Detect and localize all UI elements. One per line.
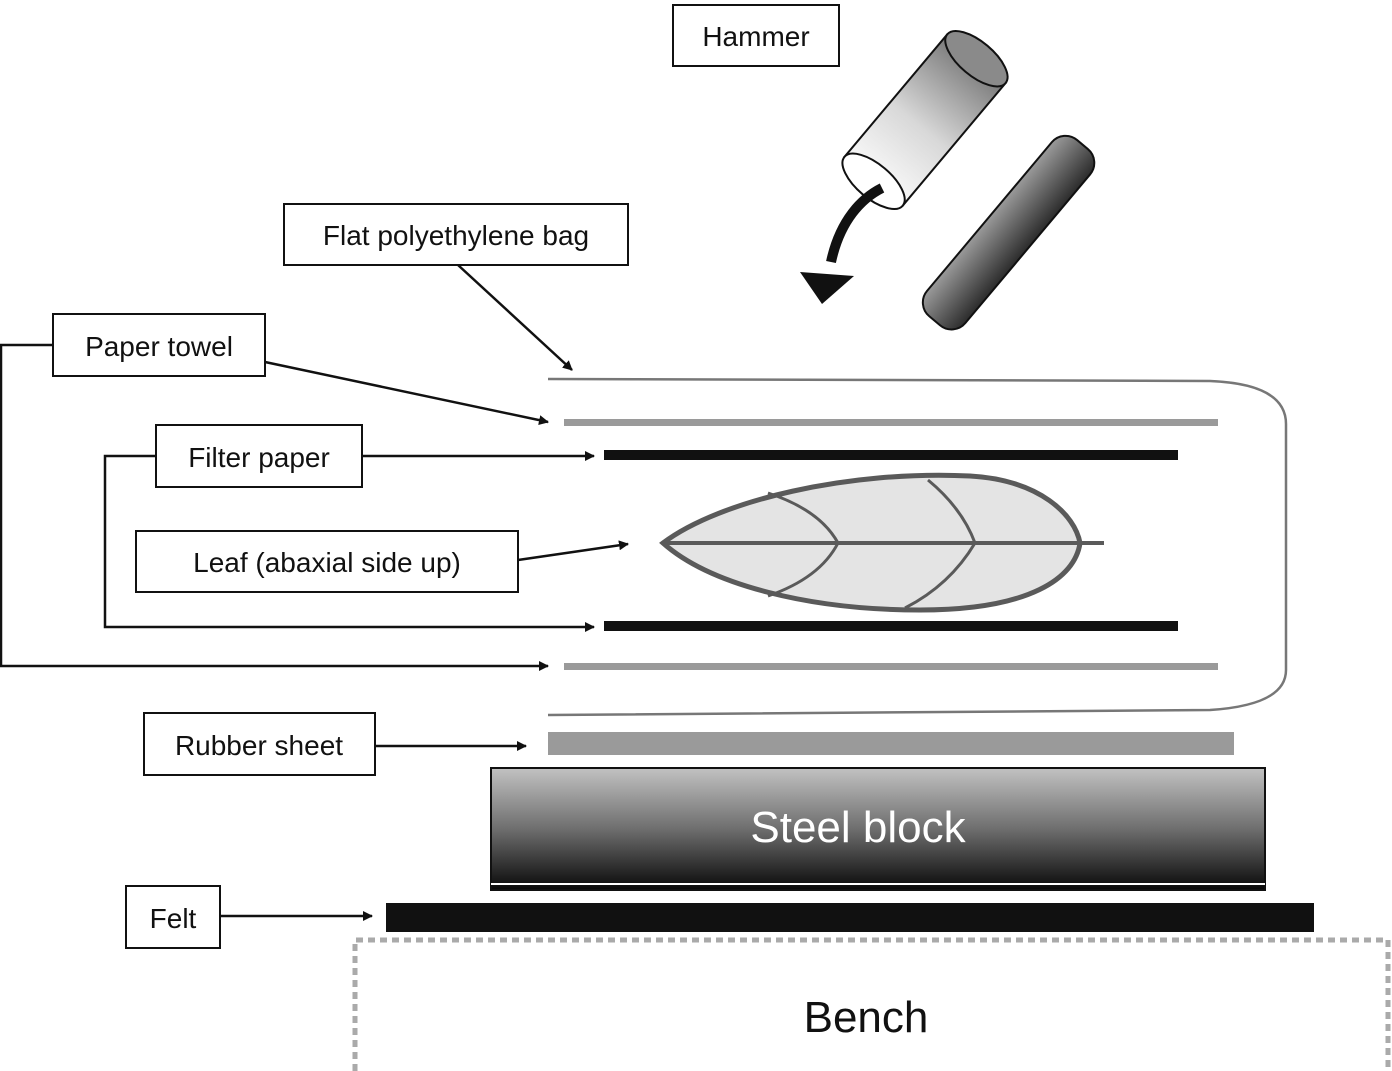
bag-pointer-arrow xyxy=(457,264,573,371)
bag-label: Flat polyethylene bag xyxy=(283,203,629,266)
leaf xyxy=(659,472,1104,613)
bench: Bench xyxy=(352,937,1391,1071)
paper-towel-bottom-arrow xyxy=(0,343,549,671)
svg-text:Hammer: Hammer xyxy=(702,21,809,52)
svg-text:Felt: Felt xyxy=(150,903,197,934)
rubber-sheet xyxy=(548,732,1234,755)
leaf-pointer-arrow xyxy=(517,540,629,562)
svg-text:Bench: Bench xyxy=(804,993,929,1042)
polyethylene-bag xyxy=(547,377,1288,717)
paper-towel-top-arrow xyxy=(264,360,549,426)
hammer-label: Hammer xyxy=(672,4,840,67)
felt-label: Felt xyxy=(125,885,221,949)
felt xyxy=(386,903,1314,932)
svg-text:Paper towel: Paper towel xyxy=(85,331,233,362)
curved-arrow-icon xyxy=(800,183,885,304)
svg-text:Flat polyethylene bag: Flat polyethylene bag xyxy=(323,220,589,251)
svg-text:Rubber sheet: Rubber sheet xyxy=(175,730,343,761)
steel-block: Steel block xyxy=(490,767,1266,891)
svg-text:Leaf (abaxial side up): Leaf (abaxial side up) xyxy=(193,547,461,578)
hammer-icon xyxy=(841,30,1096,331)
leaf-label: Leaf (abaxial side up) xyxy=(135,530,519,593)
paper-towel-label: Paper towel xyxy=(52,313,266,377)
svg-text:Filter paper: Filter paper xyxy=(188,442,330,473)
rubber-sheet-label: Rubber sheet xyxy=(143,712,376,776)
filter-paper-top xyxy=(604,450,1178,460)
filter-paper-bottom-arrow xyxy=(103,454,595,632)
paper-towel-bottom xyxy=(564,663,1218,670)
paper-towel-top xyxy=(564,419,1218,426)
svg-text:Steel block: Steel block xyxy=(750,803,966,852)
filter-paper-label: Filter paper xyxy=(155,424,363,488)
filter-paper-bottom xyxy=(604,621,1178,631)
